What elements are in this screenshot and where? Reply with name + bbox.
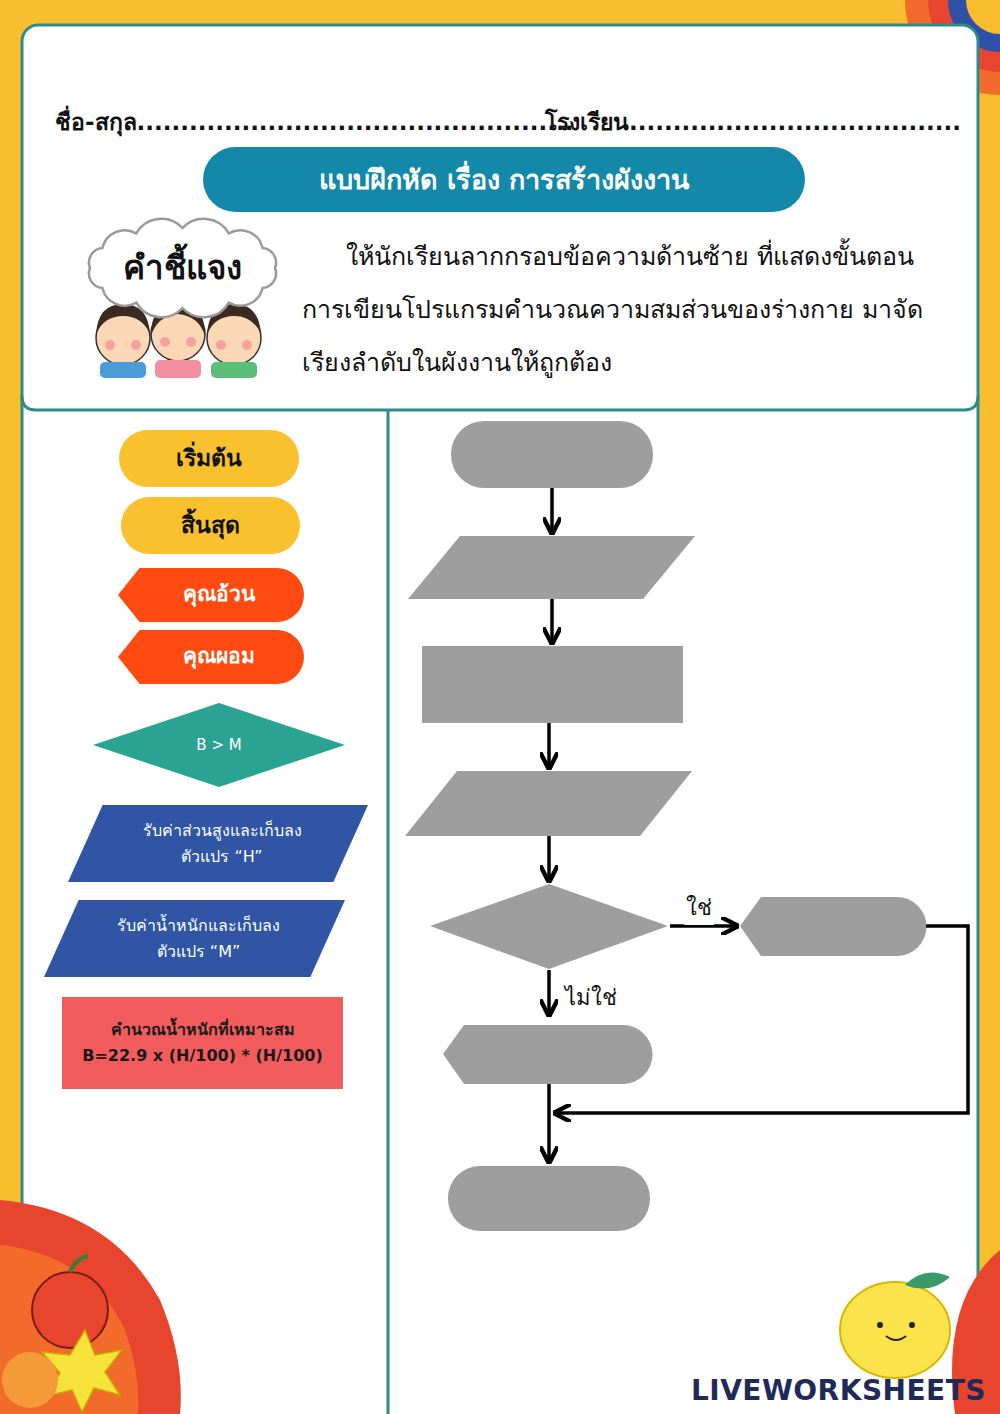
display-box: คุณอ้วน bbox=[118, 568, 304, 622]
node-subtext: B=22.9 x (H/100) * (H/100) bbox=[82, 1043, 323, 1069]
input-box: รับค่าน้ำหนักและเก็บลง ตัวแปร “M” bbox=[44, 900, 345, 977]
start-terminal: เริ่มต้น bbox=[119, 430, 299, 487]
kids-illustration bbox=[96, 302, 261, 378]
instruction-cloud: คำชี้แจง bbox=[80, 218, 285, 318]
node-text: คุณผอม bbox=[183, 640, 255, 674]
node-text: คำนวณน้ำหนักที่เหมาะสม bbox=[111, 1017, 295, 1043]
instruction-text: ให้นักเรียนลากกรอบข้อความด้านซ้าย ที่แสด… bbox=[302, 230, 942, 389]
school-field: โรงเรียน................................… bbox=[545, 104, 961, 140]
para-outline bbox=[44, 900, 345, 977]
watermark: LIVEWORKSHEETS bbox=[691, 1374, 986, 1407]
node-text: รับค่าน้ำหนักและเก็บลง ตัวแปร “M” bbox=[99, 913, 299, 964]
node-text: B > M bbox=[196, 733, 241, 757]
title-text: แบบฝึกหัด เรื่อง การสร้างผังงาน bbox=[319, 158, 690, 201]
input-box: รับค่าส่วนสูงและเก็บลง ตัวแปร “H” bbox=[68, 805, 368, 882]
flow-arrows bbox=[549, 488, 968, 1162]
node-text: รับค่าส่วนสูงและเก็บลง ตัวแปร “H” bbox=[122, 818, 322, 869]
empty-flowchart bbox=[405, 421, 927, 1231]
title-banner: แบบฝึกหัด เรื่อง การสร้างผังงาน bbox=[203, 147, 805, 212]
no-label: ไม่ใช่ bbox=[563, 980, 619, 1015]
end-terminal: สิ้นสุด bbox=[121, 497, 300, 554]
display-box: คุณผอม bbox=[118, 630, 304, 684]
para-outline bbox=[68, 805, 368, 882]
decision-diamond: B > M bbox=[93, 703, 345, 787]
name-field: ชื่อ-สกุล...............................… bbox=[55, 104, 573, 140]
node-text: เริ่มต้น bbox=[176, 440, 242, 477]
node-text: คำชี้แจง bbox=[123, 242, 242, 295]
process-box: คำนวณน้ำหนักที่เหมาะสมB=22.9 x (H/100) *… bbox=[62, 997, 343, 1089]
yes-label: ใช่ bbox=[684, 890, 714, 925]
rect-outline bbox=[62, 997, 343, 1089]
node-text: คุณอ้วน bbox=[183, 578, 255, 612]
node-text: สิ้นสุด bbox=[181, 507, 240, 544]
